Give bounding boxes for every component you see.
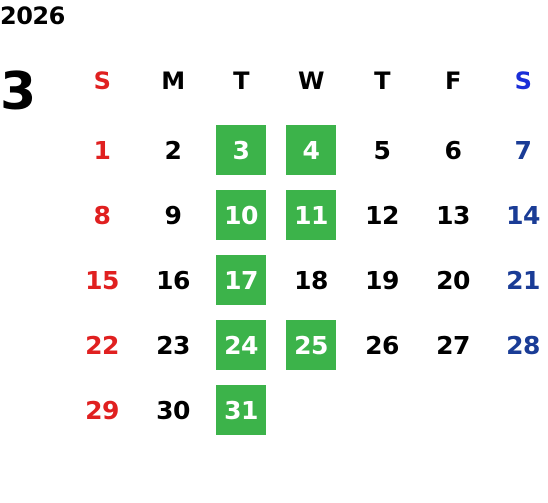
day-cell[interactable]: 18	[294, 265, 328, 295]
year-label: 2026	[0, 2, 65, 30]
day-cell[interactable]: 1	[93, 135, 111, 165]
day-cell[interactable]: 12	[365, 200, 399, 230]
day-cell-highlighted[interactable]: 11	[286, 190, 336, 240]
weekday-header: T	[233, 67, 249, 95]
weekday-header: T	[374, 67, 390, 95]
day-cell[interactable]: 28	[506, 330, 540, 360]
weekday-header: F	[445, 67, 461, 95]
day-cell[interactable]: 2	[164, 135, 182, 165]
day-cell-highlighted[interactable]: 10	[216, 190, 266, 240]
day-cell[interactable]: 15	[85, 265, 119, 295]
day-cell[interactable]: 7	[514, 135, 532, 165]
day-cell-highlighted[interactable]: 31	[216, 385, 266, 435]
day-cell[interactable]: 13	[436, 200, 470, 230]
day-cell[interactable]: 6	[444, 135, 462, 165]
day-cell[interactable]: 20	[436, 265, 470, 295]
day-cell[interactable]: 5	[373, 135, 391, 165]
day-cell-highlighted[interactable]: 4	[286, 125, 336, 175]
day-cell[interactable]: 21	[506, 265, 540, 295]
weekday-header: M	[161, 67, 185, 95]
day-cell[interactable]: 8	[93, 200, 111, 230]
day-cell[interactable]: 23	[156, 330, 190, 360]
weekday-header: W	[298, 67, 324, 95]
day-cell[interactable]: 26	[365, 330, 399, 360]
month-label: 3	[0, 62, 37, 122]
day-cell[interactable]: 27	[436, 330, 470, 360]
day-cell[interactable]: 22	[85, 330, 119, 360]
day-cell[interactable]: 16	[156, 265, 190, 295]
weekday-header: S	[514, 67, 532, 95]
day-cell-highlighted[interactable]: 25	[286, 320, 336, 370]
weekday-header: S	[93, 67, 111, 95]
day-cell-highlighted[interactable]: 17	[216, 255, 266, 305]
day-cell[interactable]: 9	[164, 200, 182, 230]
day-cell-highlighted[interactable]: 24	[216, 320, 266, 370]
day-cell[interactable]: 19	[365, 265, 399, 295]
day-cell[interactable]: 29	[85, 395, 119, 425]
day-cell[interactable]: 30	[156, 395, 190, 425]
day-cell-highlighted[interactable]: 3	[216, 125, 266, 175]
day-cell[interactable]: 14	[506, 200, 540, 230]
